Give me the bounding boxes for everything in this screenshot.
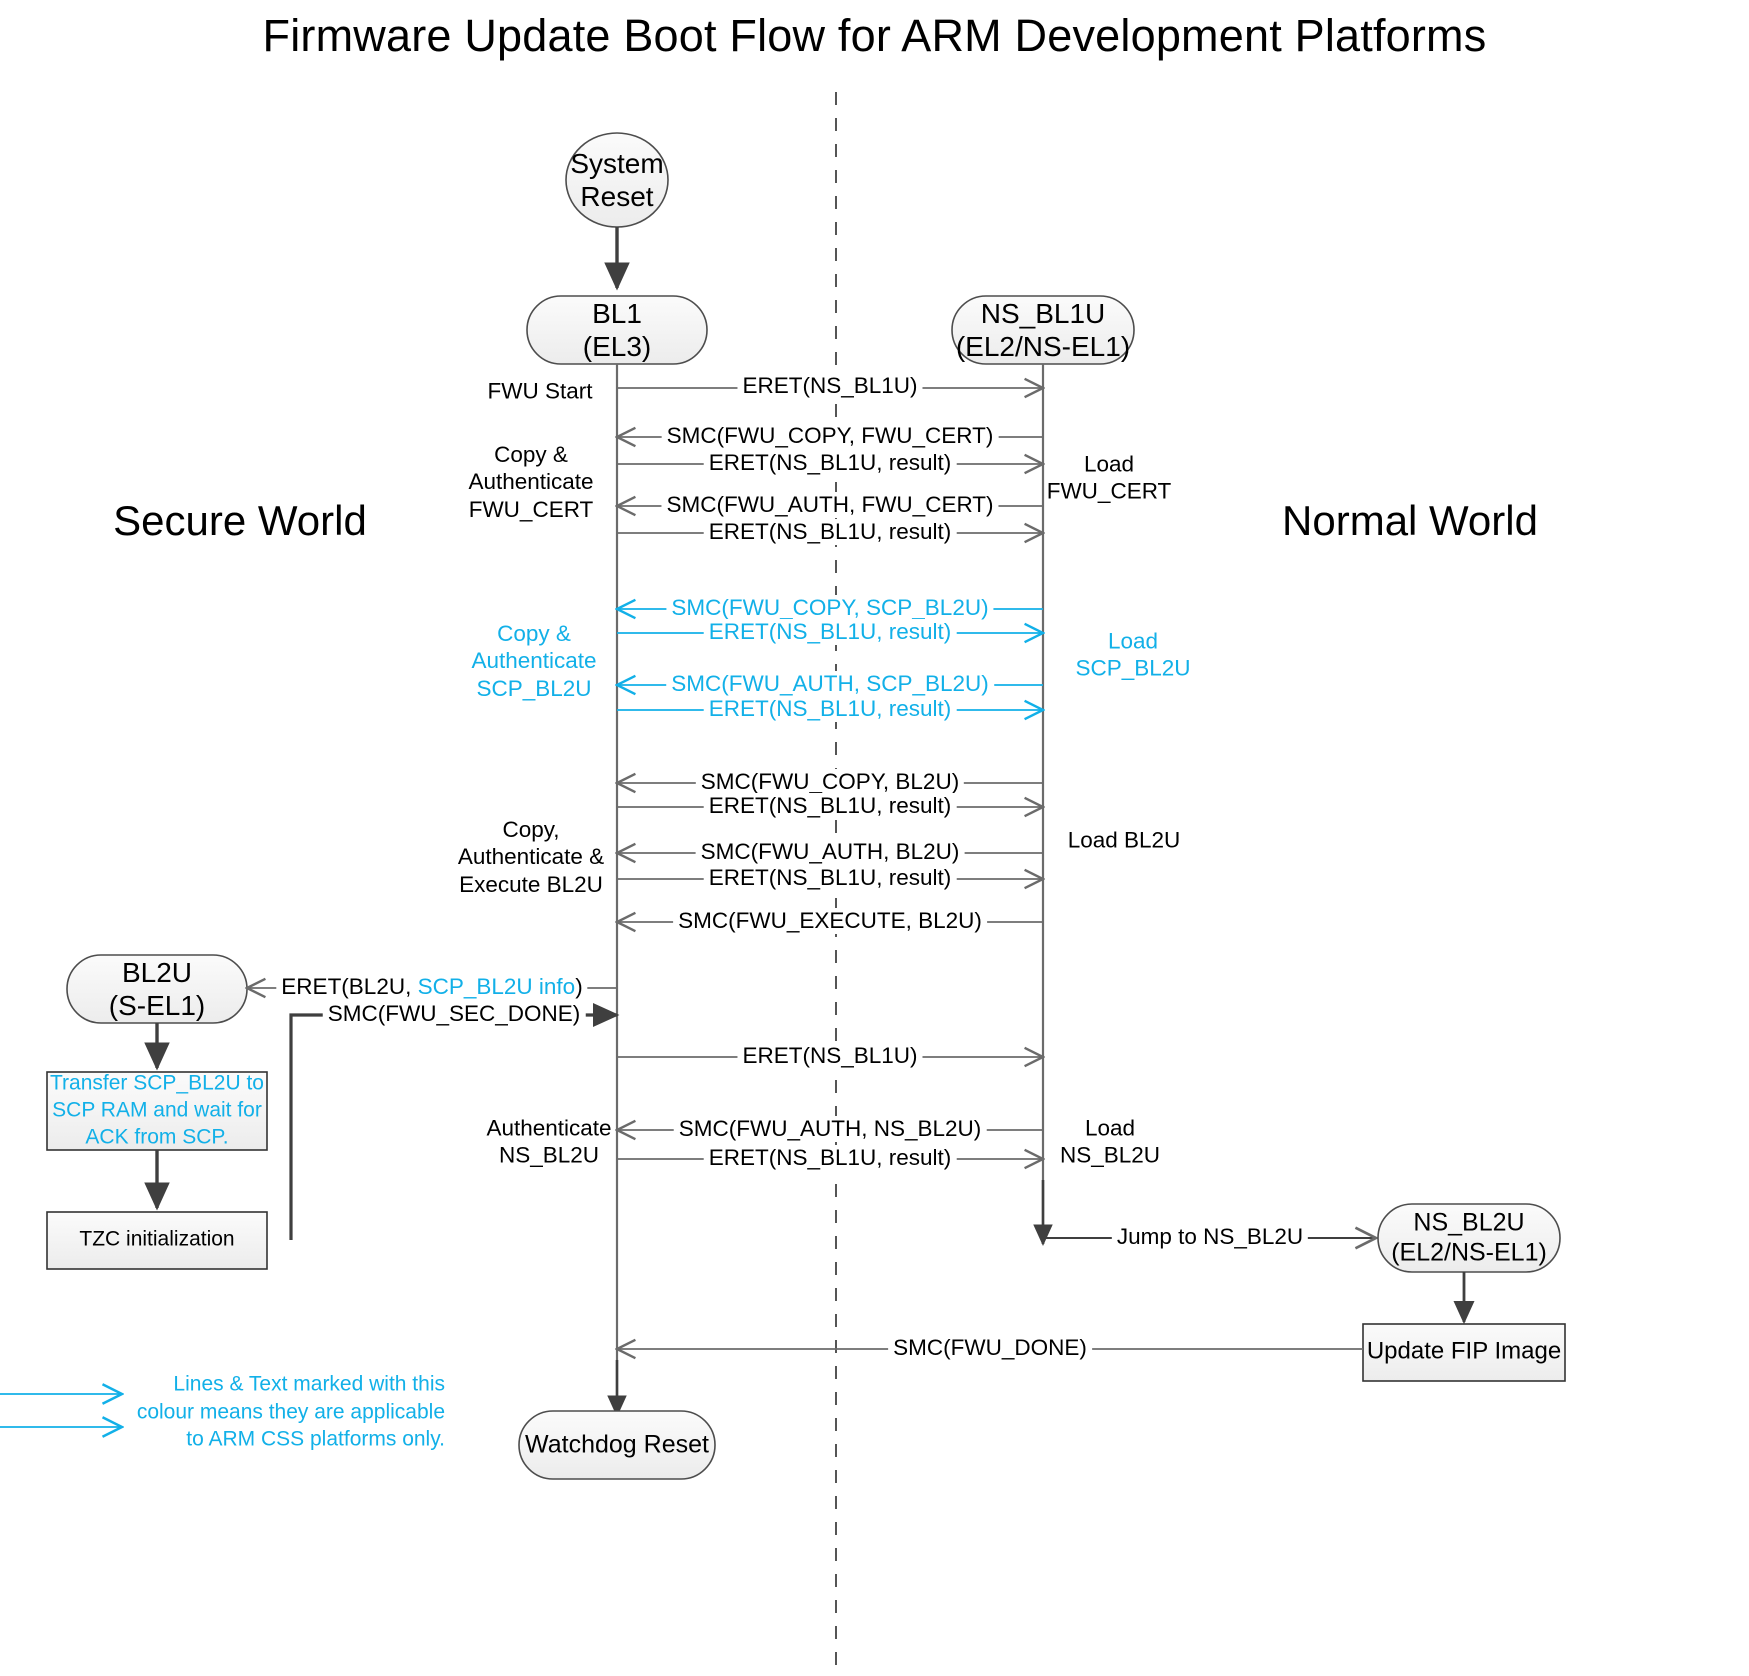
msg-label-m9: ERET(NS_BL1U, result) (703, 696, 957, 722)
node-ns-bl2u (1377, 1203, 1561, 1273)
eret-bl2u-suffix: ) (575, 974, 583, 999)
secure-label-copy-auth-scp-bl2u: Copy & Authenticate SCP_BL2U (471, 620, 597, 701)
normal-label-load-scp-bl2u: Load SCP_BL2U (1075, 628, 1191, 681)
msg-label-m12: SMC(FWU_AUTH, BL2U) (695, 839, 965, 865)
normal-label-load-fwu-cert: Load FWU_CERT (1046, 451, 1172, 504)
box-update-fip-label: Update FIP Image (1366, 1337, 1562, 1365)
normal-label-load-bl2u: Load BL2U (1067, 827, 1181, 853)
secure-label-copy-auth-exec-bl2u: Copy, Authenticate & Execute BL2U (457, 816, 605, 897)
box-transfer-scp (46, 1071, 268, 1151)
secure-label-copy-auth-fwu-cert: Copy & Authenticate FWU_CERT (468, 441, 594, 522)
node-watchdog-reset (518, 1410, 716, 1480)
normal-world-label: Normal World (1282, 497, 1538, 544)
eret-bl2u-cyan-part: SCP_BL2U info (417, 974, 576, 999)
box-transfer-scp-label: Transfer SCP_BL2U to SCP RAM and wait fo… (50, 1071, 264, 1149)
node-ns-bl1u (951, 295, 1135, 365)
msg-label-m15: SMC(FWU_SEC_DONE) (322, 1001, 586, 1027)
eret-bl2u-prefix: ERET(BL2U, (281, 974, 418, 999)
legend-text: Lines & Text marked with this colour mea… (136, 1372, 445, 1451)
msg-label-m13: ERET(NS_BL1U, result) (703, 865, 957, 891)
normal-label-load-ns-bl2u: Load NS_BL2U (1059, 1115, 1161, 1168)
box-tzc-init-label: TZC initialization (79, 1227, 235, 1251)
node-bl1 (526, 295, 708, 365)
msg-label-m2: SMC(FWU_COPY, FWU_CERT) (661, 423, 999, 449)
msg-label-m17: SMC(FWU_AUTH, NS_BL2U) (673, 1116, 987, 1142)
msg-label-m3: ERET(NS_BL1U, result) (703, 450, 957, 476)
secure-label-authenticate-ns-bl2u: Authenticate NS_BL2U (486, 1115, 612, 1168)
msg-label-m18: ERET(NS_BL1U, result) (703, 1145, 957, 1171)
msg-label-m6: SMC(FWU_COPY, SCP_BL2U) (666, 595, 994, 621)
box-update-fip (1362, 1323, 1566, 1382)
msg-label-m7: ERET(NS_BL1U, result) (703, 619, 957, 645)
msg-label-m10: SMC(FWU_COPY, BL2U) (695, 769, 965, 795)
msg-label-m5: ERET(NS_BL1U, result) (703, 519, 957, 545)
msg-label-m14: SMC(FWU_EXECUTE, BL2U) (673, 908, 987, 934)
msg-label-m19: Jump to NS_BL2U (1111, 1224, 1309, 1250)
node-bl2u (66, 954, 248, 1024)
msg-label-m4: SMC(FWU_AUTH, FWU_CERT) (661, 492, 999, 518)
msg-label-m16: ERET(NS_BL1U) (737, 1043, 923, 1069)
msg-label-m20: SMC(FWU_DONE) (888, 1335, 1092, 1361)
secure-label-fwu-start: FWU Start (487, 378, 593, 404)
msg-label-m8: SMC(FWU_AUTH, SCP_BL2U) (666, 671, 994, 697)
secure-world-label: Secure World (113, 497, 367, 544)
node-system-reset (565, 132, 669, 228)
msg-label-m11: ERET(NS_BL1U, result) (703, 793, 957, 819)
msg-label-m1: ERET(NS_BL1U) (737, 373, 923, 399)
msg-label-eret-bl2u: ERET(BL2U, SCP_BL2U info) (276, 974, 588, 1000)
box-tzc-init (46, 1211, 268, 1270)
page-title: Firmware Update Boot Flow for ARM Develo… (262, 10, 1487, 61)
